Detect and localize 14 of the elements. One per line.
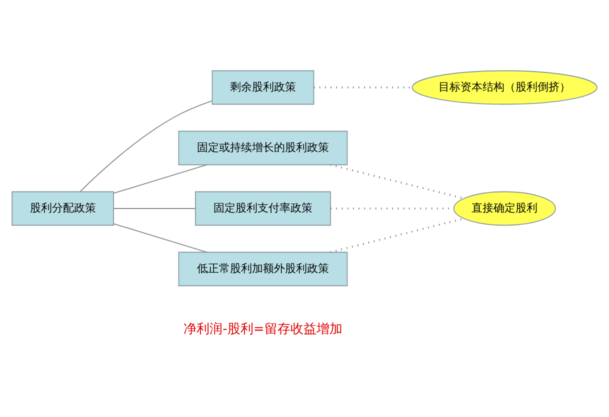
node-box: 固定或持续增长的股利政策 xyxy=(178,130,348,166)
connector xyxy=(80,100,212,192)
connector xyxy=(330,164,464,200)
connector xyxy=(113,164,208,194)
node-box: 剩余股利政策 xyxy=(212,70,314,105)
connector xyxy=(113,223,208,253)
node-ellipse: 直接确定股利 xyxy=(453,191,556,226)
node-box: 股利分配政策 xyxy=(12,191,114,226)
connector xyxy=(330,218,464,254)
connector xyxy=(113,208,196,209)
label: 净利润-股利=留存收益增加 xyxy=(184,322,342,337)
node-ellipse: 目标资本结构（股利倒挤） xyxy=(412,70,598,105)
node-box: 固定股利支付率政策 xyxy=(195,191,331,226)
node-box: 低正常股利加额外股利政策 xyxy=(178,252,348,286)
